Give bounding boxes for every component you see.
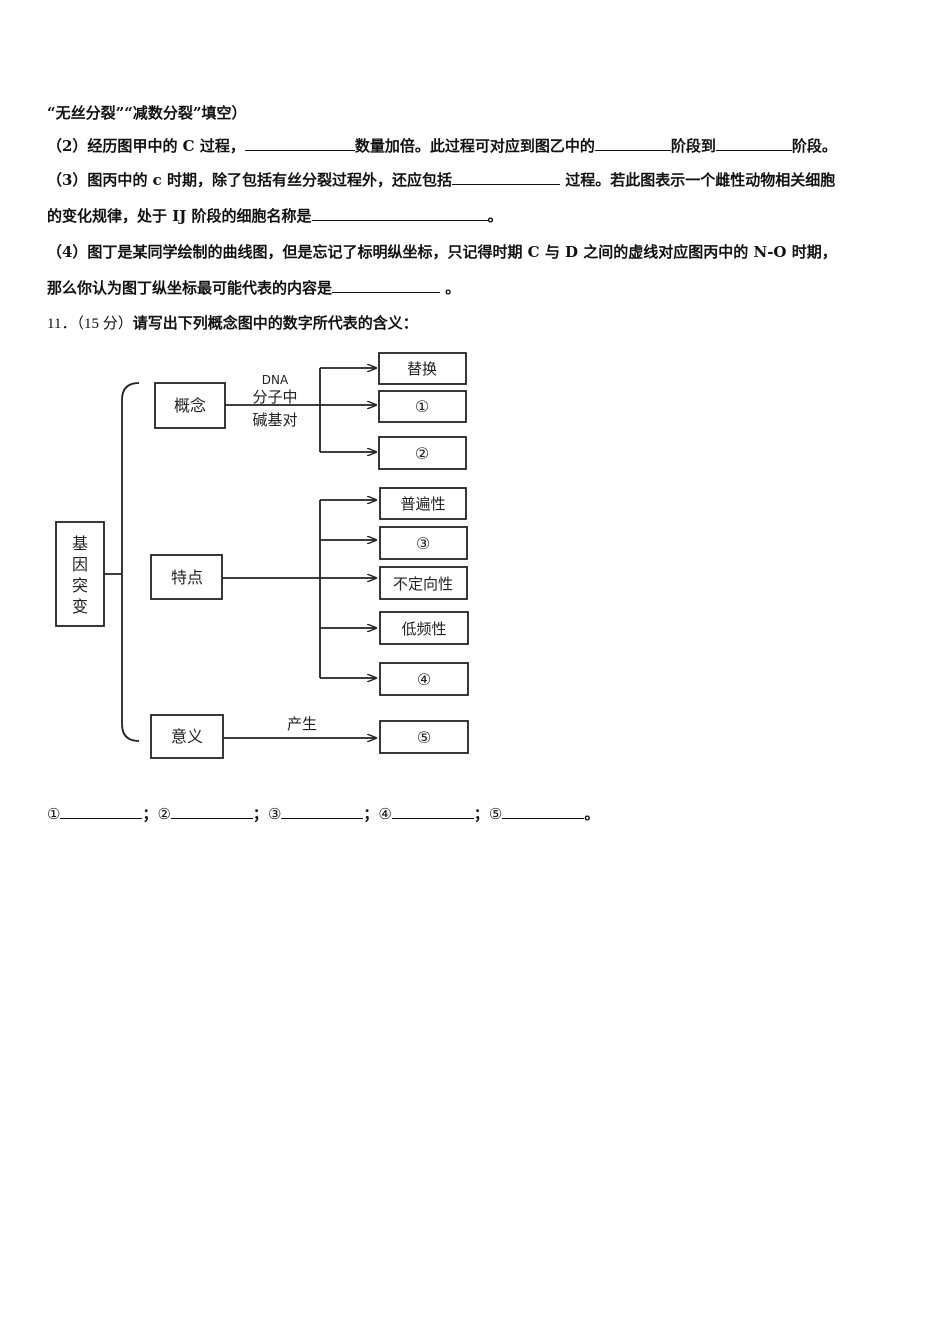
target-box-replace — [378, 352, 467, 385]
target-label-2: ② — [415, 444, 429, 463]
branch-box-feature — [150, 554, 223, 600]
answer-blank-3[interactable] — [281, 804, 364, 819]
answer-line: ①；②；③；④；⑤。 — [47, 804, 599, 824]
text-segment: 的变化规律，处于 IJ 阶段的细胞名称是 — [47, 207, 312, 225]
target-label-5: ⑤ — [417, 728, 431, 747]
target-label-low-frequency: 低频性 — [401, 620, 446, 638]
target-box-low-frequency — [379, 611, 469, 645]
target-box-2 — [378, 436, 467, 470]
answer-mark-5: ⑤ — [488, 805, 503, 823]
concept-map-diagram: 基因突变 概念 特点 意义 DNA 分子中 碱基对 产生 替换 ① ② 普遍性 … — [55, 352, 469, 759]
answer-blank[interactable] — [311, 206, 488, 221]
answer-mark-4: ④ — [378, 805, 392, 823]
text-segment: 。 — [440, 279, 461, 297]
branch-label-feature: 特点 — [171, 568, 203, 587]
branch-label-concept: 概念 — [174, 396, 206, 415]
root-label-char: 变 — [72, 597, 88, 616]
root-label-char: 因 — [72, 555, 88, 574]
text-segment: （3）图丙中的 c 时期，除了包括有丝分裂过程外，还应包括 — [47, 171, 453, 189]
branch-label-significance: 意义 — [171, 727, 203, 746]
target-box-universal — [379, 487, 467, 520]
question-line-1: “无丝分裂”“减数分裂”填空） — [47, 103, 247, 123]
separator: ； — [252, 805, 268, 823]
question-11-header: 11．（15 分）请写出下列概念图中的数字所代表的含义： — [47, 313, 418, 334]
answer-mark-1: ① — [47, 805, 61, 823]
answer-blank-1[interactable] — [60, 804, 143, 819]
answer-blank[interactable] — [332, 278, 441, 293]
target-label-universal: 普遍性 — [400, 495, 445, 513]
target-label-1: ① — [415, 397, 429, 416]
text-segment: “无丝分裂”“减数分裂”填空） — [47, 104, 247, 122]
text-segment: 那么你认为图丁纵坐标最可能代表的内容是 — [47, 279, 333, 297]
answer-blank[interactable] — [715, 136, 792, 151]
target-box-3 — [379, 526, 468, 560]
root-label-char: 突 — [72, 576, 88, 595]
separator: ； — [473, 805, 489, 823]
edge-label-dna: DNA — [262, 373, 289, 387]
text-segment: 阶段。 — [791, 137, 837, 155]
question-number: 11．（15 分） — [47, 316, 133, 332]
target-label-random: 不定向性 — [393, 575, 453, 593]
edge-label-base-pair: 碱基对 — [252, 411, 297, 429]
question-line-2: （2）经历图甲中的 C 过程， 数量加倍。此过程可对应到图乙中的 阶段到 阶段。 — [47, 136, 837, 156]
root-label-char: 基 — [72, 534, 88, 553]
text-segment: 。 — [487, 207, 503, 225]
text-segment: 过程。若此图表示一个雌性动物相关细胞 — [560, 171, 836, 189]
question-line-3: （3）图丙中的 c 时期，除了包括有丝分裂过程外，还应包括 过程。若此图表示一个… — [47, 170, 835, 190]
target-label-replace: 替换 — [407, 360, 437, 378]
answer-blank-5[interactable] — [502, 804, 585, 819]
text-segment: （4）图丁是某同学绘制的曲线图，但是忘记了标明纵坐标，只记得时期 C 与 D 之… — [47, 243, 837, 261]
answer-blank[interactable] — [452, 170, 561, 185]
target-box-1 — [378, 390, 467, 423]
answer-blank-4[interactable] — [391, 804, 474, 819]
branch-box-significance — [150, 714, 224, 759]
separator: ； — [142, 805, 158, 823]
main-bracket — [121, 382, 140, 742]
question-line-6: 那么你认为图丁纵坐标最可能代表的内容是 。 — [47, 278, 460, 298]
question-line-5: （4）图丁是某同学绘制的曲线图，但是忘记了标明纵坐标，只记得时期 C 与 D 之… — [47, 242, 837, 262]
target-box-random — [379, 566, 468, 600]
separator: ； — [363, 805, 379, 823]
target-label-4: ④ — [417, 670, 431, 689]
answer-mark-3: ③ — [267, 805, 282, 823]
target-label-3: ③ — [416, 534, 430, 553]
text-segment: 数量加倍。此过程可对应到图乙中的 — [354, 137, 595, 155]
question-line-4: 的变化规律，处于 IJ 阶段的细胞名称是 。 — [47, 206, 503, 226]
answer-blank-2[interactable] — [170, 804, 253, 819]
question-text: 请写出下列概念图中的数字所代表的含义： — [132, 314, 418, 332]
target-box-4 — [379, 662, 469, 696]
text-segment: （2）经历图甲中的 C 过程， — [47, 137, 245, 155]
edge-label-produce: 产生 — [287, 715, 317, 733]
answer-blank[interactable] — [594, 136, 671, 151]
edge-label-in-molecule: 分子中 — [252, 388, 297, 406]
answer-blank[interactable] — [244, 136, 355, 151]
answer-mark-2: ② — [157, 805, 171, 823]
root-label: 基因突变 — [72, 534, 88, 616]
text-segment: 阶段到 — [670, 137, 716, 155]
separator: 。 — [584, 805, 600, 823]
target-box-5 — [379, 720, 469, 754]
